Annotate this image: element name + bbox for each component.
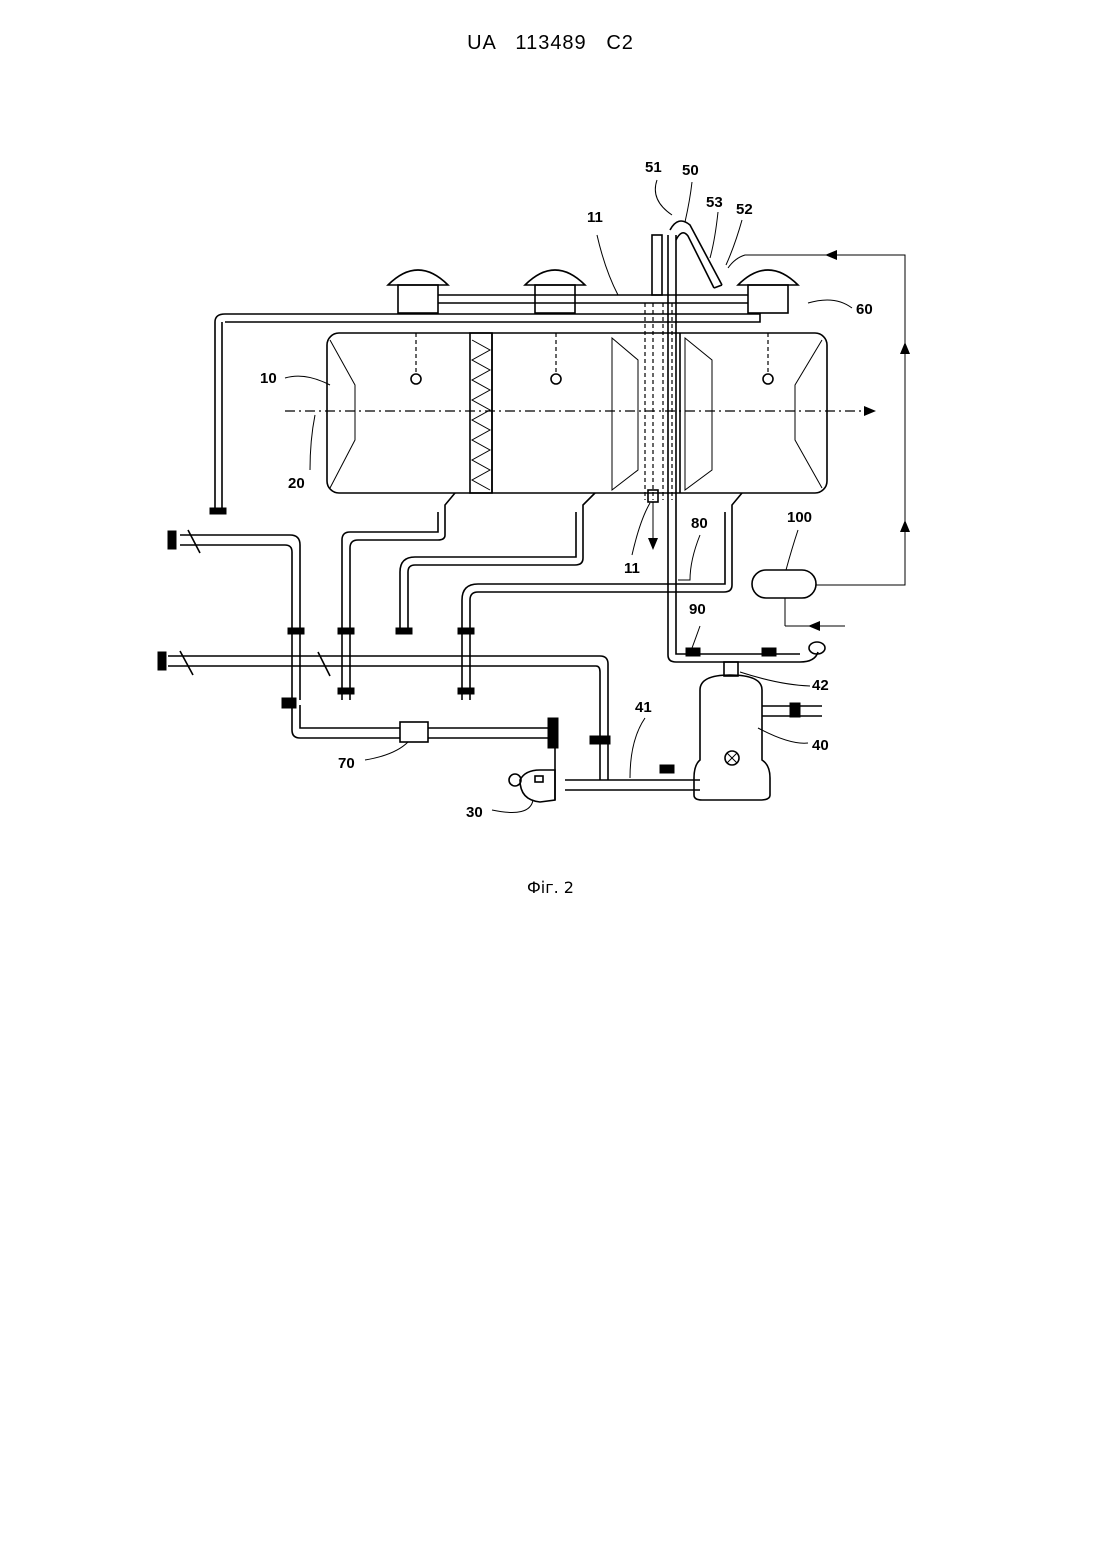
label-52: 52 <box>736 201 753 218</box>
tank-group <box>285 333 876 512</box>
vent-caps <box>388 270 798 313</box>
label-20: 20 <box>288 475 305 492</box>
leader-lines <box>285 180 852 812</box>
separator-40 <box>694 662 822 800</box>
label-100: 100 <box>787 509 812 526</box>
vertical-pipes <box>645 221 825 662</box>
return-line <box>728 250 910 631</box>
label-80: 80 <box>691 515 708 532</box>
label-41: 41 <box>635 699 652 716</box>
label-51: 51 <box>645 159 662 176</box>
label-70: 70 <box>338 755 355 772</box>
label-90: 90 <box>689 601 706 618</box>
drain-pipes <box>342 512 732 630</box>
label-53: 53 <box>706 194 723 211</box>
inlet-pipes <box>158 530 608 742</box>
label-10: 10 <box>260 370 277 387</box>
valve-set <box>210 508 800 773</box>
label-11-bottom: 11 <box>624 560 640 577</box>
label-40: 40 <box>812 737 829 754</box>
figure-caption: Фіг. 2 <box>0 878 1101 897</box>
label-11-top: 11 <box>587 209 603 226</box>
reference-labels: 10 20 11 11 51 50 53 52 60 80 100 90 42 … <box>260 159 873 821</box>
label-30: 30 <box>466 804 483 821</box>
label-42: 42 <box>812 677 829 694</box>
label-50: 50 <box>682 162 699 179</box>
label-60: 60 <box>856 301 873 318</box>
